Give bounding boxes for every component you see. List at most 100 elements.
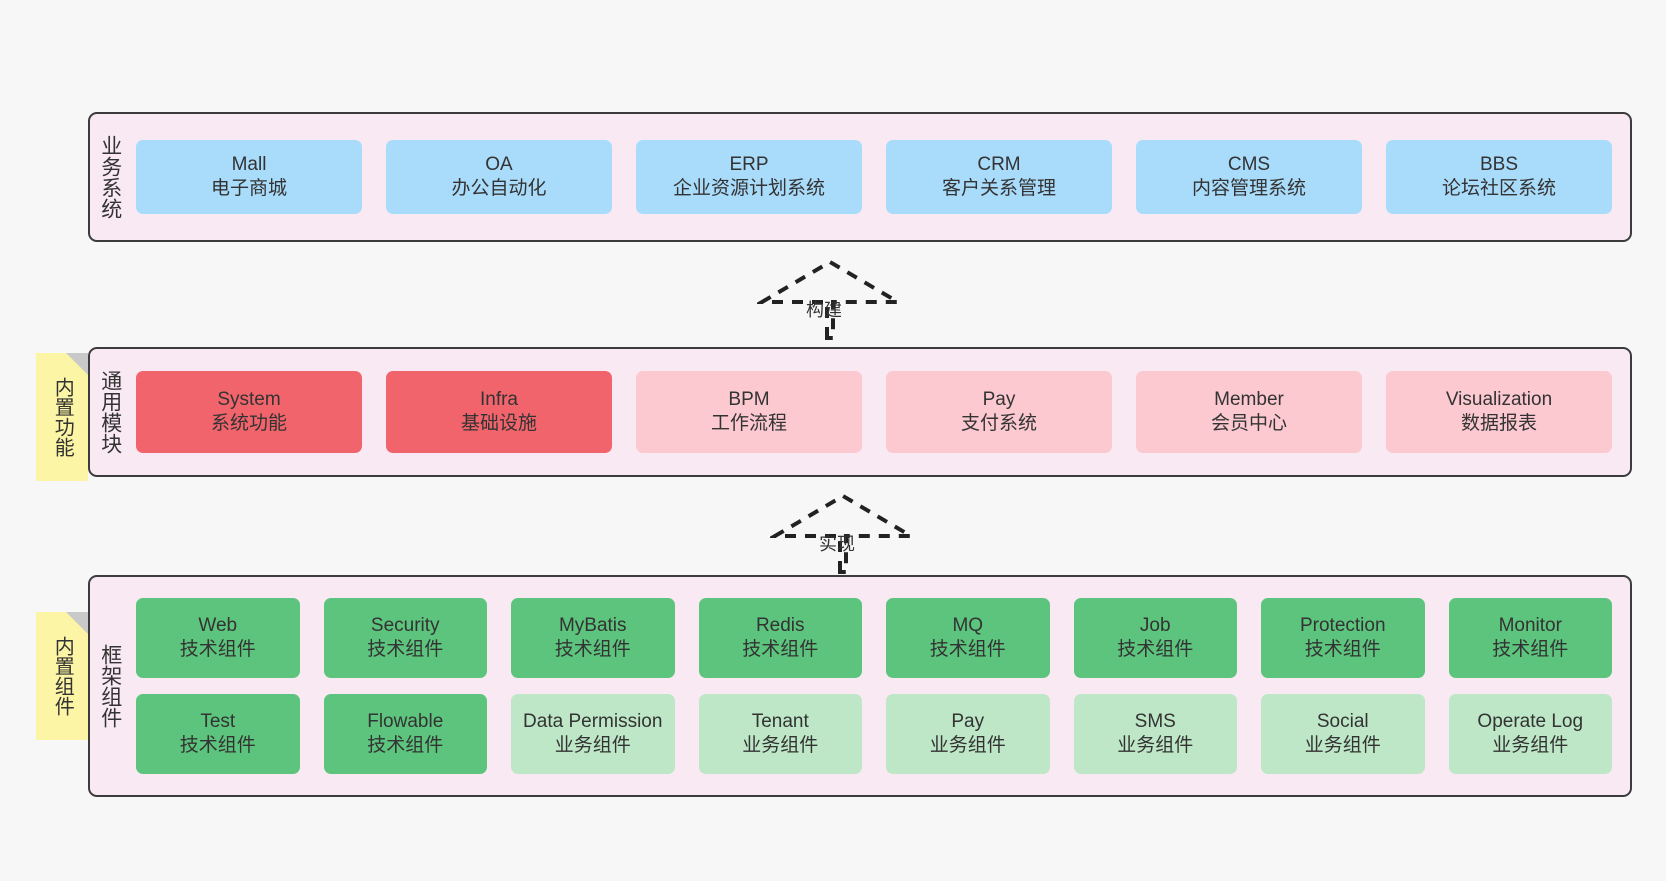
sticky-note-builtin-function: 内置功能 xyxy=(36,353,88,481)
card-subtitle: 技术组件 xyxy=(1304,639,1381,660)
card-security[interactable]: Security 技术组件 xyxy=(323,598,487,678)
card-subtitle: 论坛社区系统 xyxy=(1441,178,1556,199)
card-web[interactable]: Web 技术组件 xyxy=(136,598,300,678)
card-operate-log[interactable]: Operate Log 业务组件 xyxy=(1448,694,1612,774)
card-title: Tenant xyxy=(751,711,809,733)
card-title: Visualization xyxy=(1445,389,1553,411)
card-cms[interactable]: CMS 内容管理系统 xyxy=(1136,140,1362,214)
card-job[interactable]: Job 技术组件 xyxy=(1073,598,1237,678)
card-subtitle: 系统功能 xyxy=(210,413,287,434)
card-bbs[interactable]: BBS 论坛社区系统 xyxy=(1386,140,1612,214)
card-data-permission[interactable]: Data Permission 业务组件 xyxy=(511,694,675,774)
card-bpm[interactable]: BPM 工作流程 xyxy=(636,371,862,453)
card-title: Flowable xyxy=(367,711,444,733)
card-monitor[interactable]: Monitor 技术组件 xyxy=(1448,598,1612,678)
card-subtitle: 技术组件 xyxy=(367,639,444,660)
card-subtitle: 技术组件 xyxy=(1117,639,1194,660)
card-title: Redis xyxy=(755,615,805,637)
card-row: Web 技术组件 Security 技术组件 MyBatis 技术组件 Redi… xyxy=(136,598,1612,678)
card-social[interactable]: Social 业务组件 xyxy=(1261,694,1425,774)
card-title: OA xyxy=(485,154,513,176)
card-tenant[interactable]: Tenant 业务组件 xyxy=(698,694,862,774)
card-subtitle: 技术组件 xyxy=(1492,639,1569,660)
card-subtitle: 客户关系管理 xyxy=(941,178,1056,199)
section-title-framework-component: 框架组件 xyxy=(98,644,122,728)
sticky-note-label: 内置组件 xyxy=(51,636,74,716)
card-test[interactable]: Test 技术组件 xyxy=(136,694,300,774)
card-system[interactable]: System 系统功能 xyxy=(136,371,362,453)
section-framework-component: 框架组件 Web 技术组件 Security 技术组件 MyBatis 技术组件… xyxy=(88,575,1632,797)
sticky-fold-corner-icon xyxy=(66,353,88,375)
card-member[interactable]: Member 会员中心 xyxy=(1136,371,1362,453)
card-title: Test xyxy=(200,711,236,733)
card-row: Test 技术组件 Flowable 技术组件 Data Permission … xyxy=(136,694,1612,774)
arrow-build: 构建 xyxy=(757,258,903,342)
card-subtitle: 业务组件 xyxy=(1304,735,1381,756)
card-subtitle: 支付系统 xyxy=(960,413,1037,434)
card-title: ERP xyxy=(729,154,769,176)
card-sms[interactable]: SMS 业务组件 xyxy=(1073,694,1237,774)
card-mq[interactable]: MQ 技术组件 xyxy=(886,598,1050,678)
card-title: CRM xyxy=(977,154,1021,176)
card-title: Pay xyxy=(982,389,1016,411)
card-subtitle: 数据报表 xyxy=(1460,413,1537,434)
card-title: Job xyxy=(1139,615,1171,637)
arrow-build-outline xyxy=(757,259,903,340)
card-subtitle: 业务组件 xyxy=(554,735,631,756)
card-subtitle: 技术组件 xyxy=(742,639,819,660)
card-title: Member xyxy=(1214,389,1284,411)
section-common-module: 通用模块 System 系统功能 Infra 基础设施 BPM 工作流程 Pay… xyxy=(88,347,1632,477)
card-subtitle: 办公自动化 xyxy=(451,178,547,199)
arrow-implement-outline xyxy=(770,493,916,574)
card-subtitle: 技术组件 xyxy=(179,735,256,756)
card-title: Web xyxy=(198,615,238,637)
card-title: Operate Log xyxy=(1477,711,1584,733)
card-title: Monitor xyxy=(1498,615,1562,637)
card-subtitle: 业务组件 xyxy=(1117,735,1194,756)
card-oa[interactable]: OA 办公自动化 xyxy=(386,140,612,214)
card-title: MyBatis xyxy=(558,615,627,637)
card-erp[interactable]: ERP 企业资源计划系统 xyxy=(636,140,862,214)
card-visualization[interactable]: Visualization 数据报表 xyxy=(1386,371,1612,453)
section-business-system: 业务系统 Mall 电子商城 OA 办公自动化 ERP 企业资源计划系统 CRM… xyxy=(88,112,1632,242)
section-body-framework-component: Web 技术组件 Security 技术组件 MyBatis 技术组件 Redi… xyxy=(130,577,1630,795)
sticky-note-label: 内置功能 xyxy=(51,377,74,457)
card-mall[interactable]: Mall 电子商城 xyxy=(136,140,362,214)
card-subtitle: 业务组件 xyxy=(742,735,819,756)
card-pay-business[interactable]: Pay 业务组件 xyxy=(886,694,1050,774)
card-flowable[interactable]: Flowable 技术组件 xyxy=(323,694,487,774)
card-row: System 系统功能 Infra 基础设施 BPM 工作流程 Pay 支付系统… xyxy=(136,371,1612,453)
card-title: Mall xyxy=(231,154,267,176)
card-subtitle: 业务组件 xyxy=(1492,735,1569,756)
card-title: BPM xyxy=(728,389,770,411)
card-title: SMS xyxy=(1134,711,1176,733)
card-title: BBS xyxy=(1479,154,1519,176)
card-subtitle: 技术组件 xyxy=(367,735,444,756)
card-crm[interactable]: CRM 客户关系管理 xyxy=(886,140,1112,214)
card-title: Security xyxy=(370,615,440,637)
card-subtitle: 企业资源计划系统 xyxy=(672,178,825,199)
card-redis[interactable]: Redis 技术组件 xyxy=(698,598,862,678)
card-subtitle: 技术组件 xyxy=(179,639,256,660)
card-pay[interactable]: Pay 支付系统 xyxy=(886,371,1112,453)
card-subtitle: 业务组件 xyxy=(929,735,1006,756)
card-mybatis[interactable]: MyBatis 技术组件 xyxy=(511,598,675,678)
card-subtitle: 技术组件 xyxy=(554,639,631,660)
card-subtitle: 会员中心 xyxy=(1210,413,1287,434)
sticky-fold-corner-icon xyxy=(66,612,88,634)
card-protection[interactable]: Protection 技术组件 xyxy=(1261,598,1425,678)
card-title: Data Permission xyxy=(523,711,663,733)
section-title-common-module: 通用模块 xyxy=(98,370,122,454)
section-body-common-module: System 系统功能 Infra 基础设施 BPM 工作流程 Pay 支付系统… xyxy=(130,349,1630,475)
card-subtitle: 技术组件 xyxy=(929,639,1006,660)
arrow-implement-label: 实现 xyxy=(819,534,855,554)
arrow-implement: 实现 xyxy=(770,492,916,576)
card-title: Infra xyxy=(479,389,519,411)
card-row: Mall 电子商城 OA 办公自动化 ERP 企业资源计划系统 CRM 客户关系… xyxy=(136,140,1612,214)
card-title: CMS xyxy=(1227,154,1271,176)
card-title: MQ xyxy=(952,615,984,637)
card-subtitle: 内容管理系统 xyxy=(1191,178,1306,199)
card-subtitle: 工作流程 xyxy=(710,413,787,434)
card-infra[interactable]: Infra 基础设施 xyxy=(386,371,612,453)
